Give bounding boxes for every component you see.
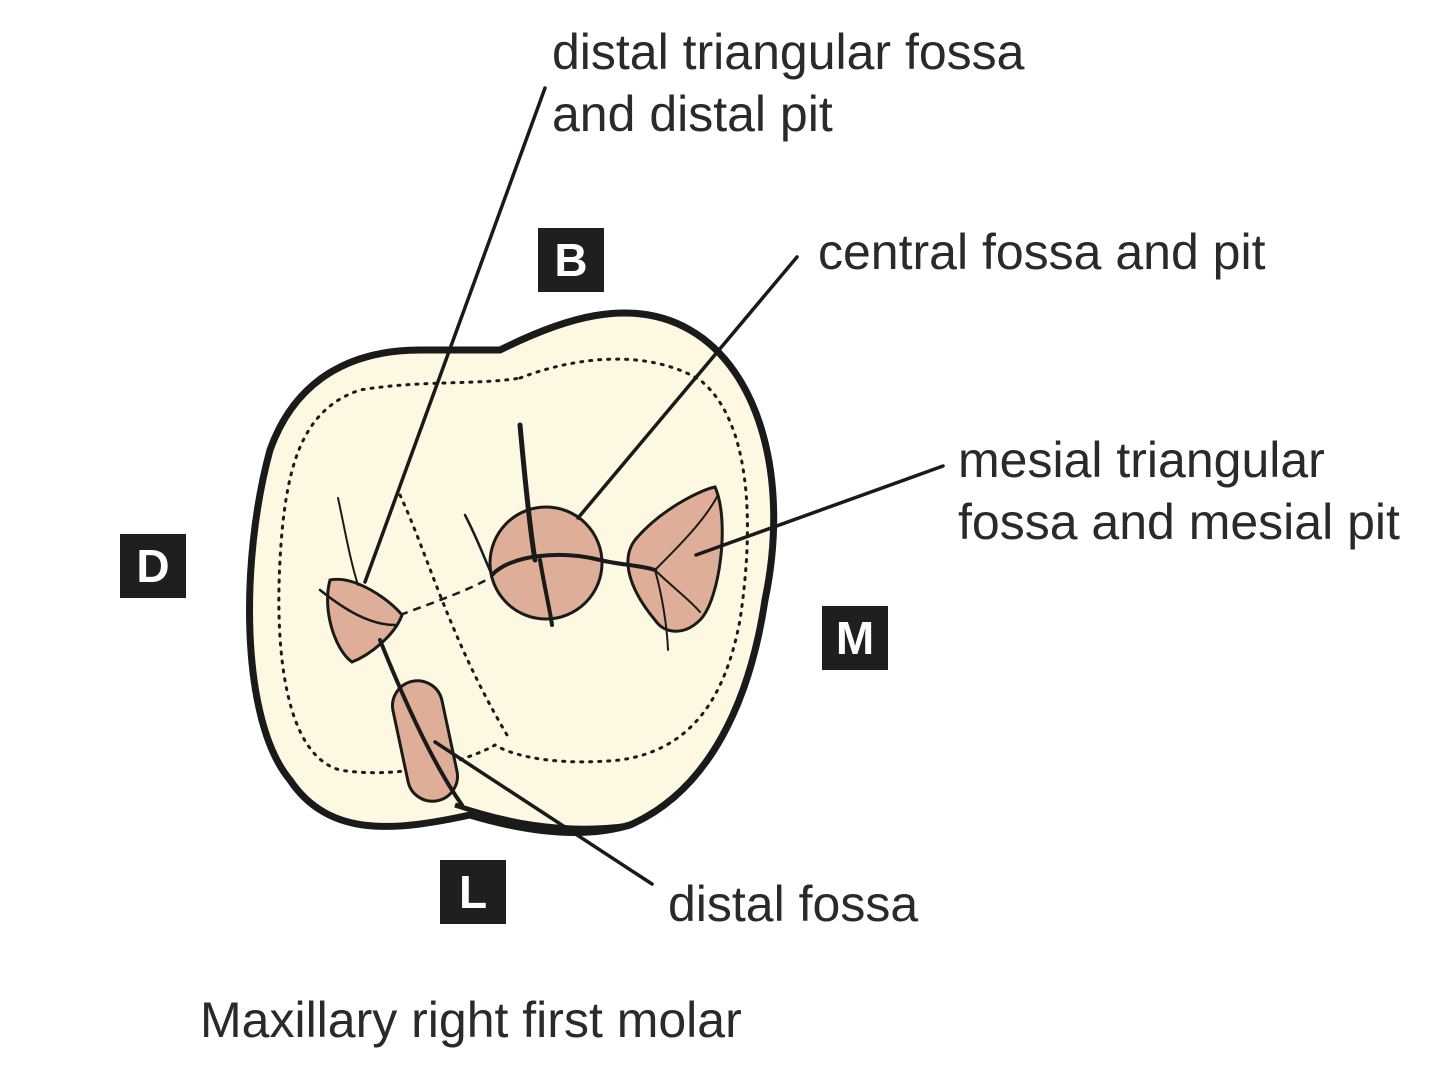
lingual-contour-detail	[454, 802, 631, 831]
leader-distal-fossa	[433, 740, 654, 886]
central-fossa	[488, 505, 604, 621]
transverse-groove-dashed	[399, 573, 496, 617]
oblique-ridge-line	[398, 493, 512, 742]
label-central-fossa: central fossa and pit	[818, 224, 1266, 280]
buccal-groove	[517, 422, 538, 563]
badge-lingual: L	[440, 860, 506, 924]
label-mesial-triangular-fossa-line2: fossa and mesial pit	[958, 494, 1400, 550]
badge-distal: D	[120, 534, 186, 598]
distal-groove-2	[337, 497, 359, 586]
mesial-groove-2	[654, 569, 669, 651]
central-groove-left	[463, 513, 494, 577]
occlusal-table-outline	[277, 357, 749, 775]
leader-lines	[363, 86, 945, 886]
mesial-groove-3	[654, 494, 719, 571]
label-distal-triangular-fossa-line1: distal triangular fossa	[552, 24, 1025, 80]
badge-mesial: M	[822, 606, 888, 670]
central-groove-curve	[490, 553, 657, 577]
badge-buccal: B	[538, 228, 604, 292]
mesial-groove-1	[654, 569, 701, 613]
lingual-groove	[378, 638, 464, 807]
label-distal-triangular-fossa-line2: and distal pit	[552, 86, 833, 142]
distal-groove-1	[318, 588, 397, 627]
leader-mesial-triangular-fossa	[694, 464, 945, 557]
grooves	[318, 422, 719, 807]
leader-central-fossa	[576, 255, 799, 520]
label-mesial-triangular-fossa-line1: mesial triangular	[958, 432, 1325, 488]
leader-distal-triangular-fossa	[363, 86, 547, 584]
figure-caption: Maxillary right first molar	[200, 992, 742, 1048]
label-distal-fossa: distal fossa	[668, 876, 919, 932]
central-groove-down	[538, 558, 554, 627]
